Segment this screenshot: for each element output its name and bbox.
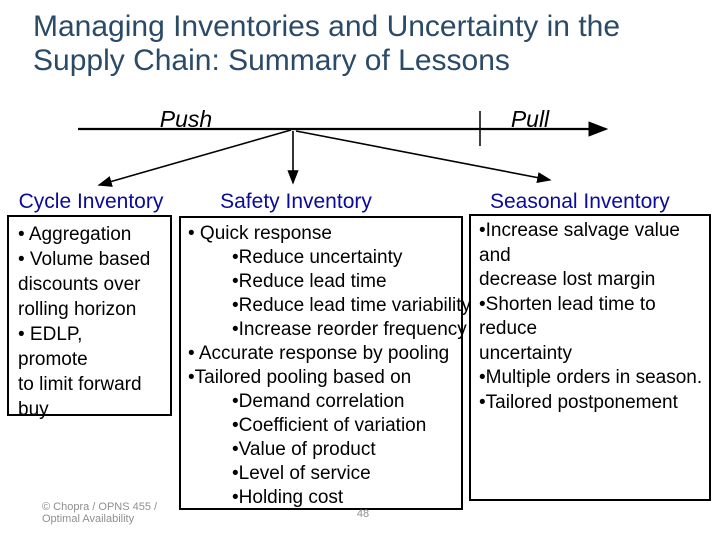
bullet-line: •Demand correlation: [232, 391, 405, 412]
pull-label: Pull: [510, 106, 550, 132]
bullet-line: •Tailored postponement: [479, 391, 678, 413]
footer-credit-line-1: © Chopra / OPNS 455 /: [42, 501, 158, 513]
bullet-line: •Value of product: [232, 439, 376, 460]
bullet-line: buy: [18, 399, 49, 420]
bullet-line: uncertainty: [479, 342, 572, 364]
bullet-line: •Reduce lead time: [232, 271, 387, 292]
bullet-line: •Shorten lead time to: [479, 293, 656, 315]
page-title: Managing Inventories and Uncertainty in …: [33, 10, 693, 78]
bullet-line: •Reduce uncertainty: [232, 247, 403, 268]
category-label-seasonal-inventory: Seasonal Inventory: [490, 190, 670, 213]
bullet-line: • Accurate response by pooling: [188, 343, 450, 364]
bullet-line: • Volume based: [18, 249, 151, 270]
safety-inventory-box: • Quick response •Reduce uncertainty •Redu…: [179, 216, 471, 510]
page-title-line-1: Managing Inventories and Uncertainty in …: [33, 10, 621, 43]
bullet-line: reduce: [479, 318, 538, 339]
push-label: Push: [159, 106, 213, 132]
category-label-safety-inventory: Safety Inventory: [220, 190, 372, 213]
seasonal-inventory-box: •Increase salvage value and decrease lost …: [469, 214, 711, 501]
bullet-line: •Tailored pooling based on: [188, 367, 412, 388]
bullet-line: • Aggregation: [18, 224, 132, 245]
bullet-line: to limit forward: [18, 374, 142, 395]
bullet-line: promote: [18, 349, 88, 370]
category-label-cycle-inventory: Cycle Inventory: [18, 190, 164, 213]
bullet-line: rolling horizon: [18, 299, 137, 320]
bullet-line: and: [479, 244, 511, 266]
bullet-line: • Quick response: [188, 223, 332, 244]
arrow-to-cycle-inventory-icon: [97, 129, 292, 187]
bullet-line: • EDLP,: [18, 324, 83, 345]
bullet-line: •Increase reorder frequency: [232, 319, 467, 340]
page-title-line-2: Supply Chain: Summary of Lessons: [33, 44, 510, 77]
bullet-line: •Level of service: [232, 463, 371, 484]
footer-credit: © Chopra / OPNS 455 / Optimal Availabili…: [42, 501, 157, 525]
bullet-line: •Reduce lead time variability: [232, 295, 471, 316]
push-pull-axis-diagram: [78, 111, 609, 187]
bullet-line: decrease lost margin: [479, 269, 656, 290]
footer-credit-line-2: Optimal Availability: [42, 513, 135, 525]
page-number: 48: [356, 508, 370, 520]
bullet-line: discounts over: [18, 274, 141, 295]
bullet-line: •Holding cost: [232, 487, 344, 508]
bullet-line: •Coefficient of variation: [232, 415, 427, 436]
arrow-to-seasonal-inventory-icon: [295, 130, 552, 184]
bullet-line: •Increase salvage value: [479, 220, 680, 241]
bullet-line: •Multiple orders in season.: [479, 367, 703, 388]
cycle-inventory-box: • Aggregation • Volume based discounts ove…: [7, 215, 172, 420]
